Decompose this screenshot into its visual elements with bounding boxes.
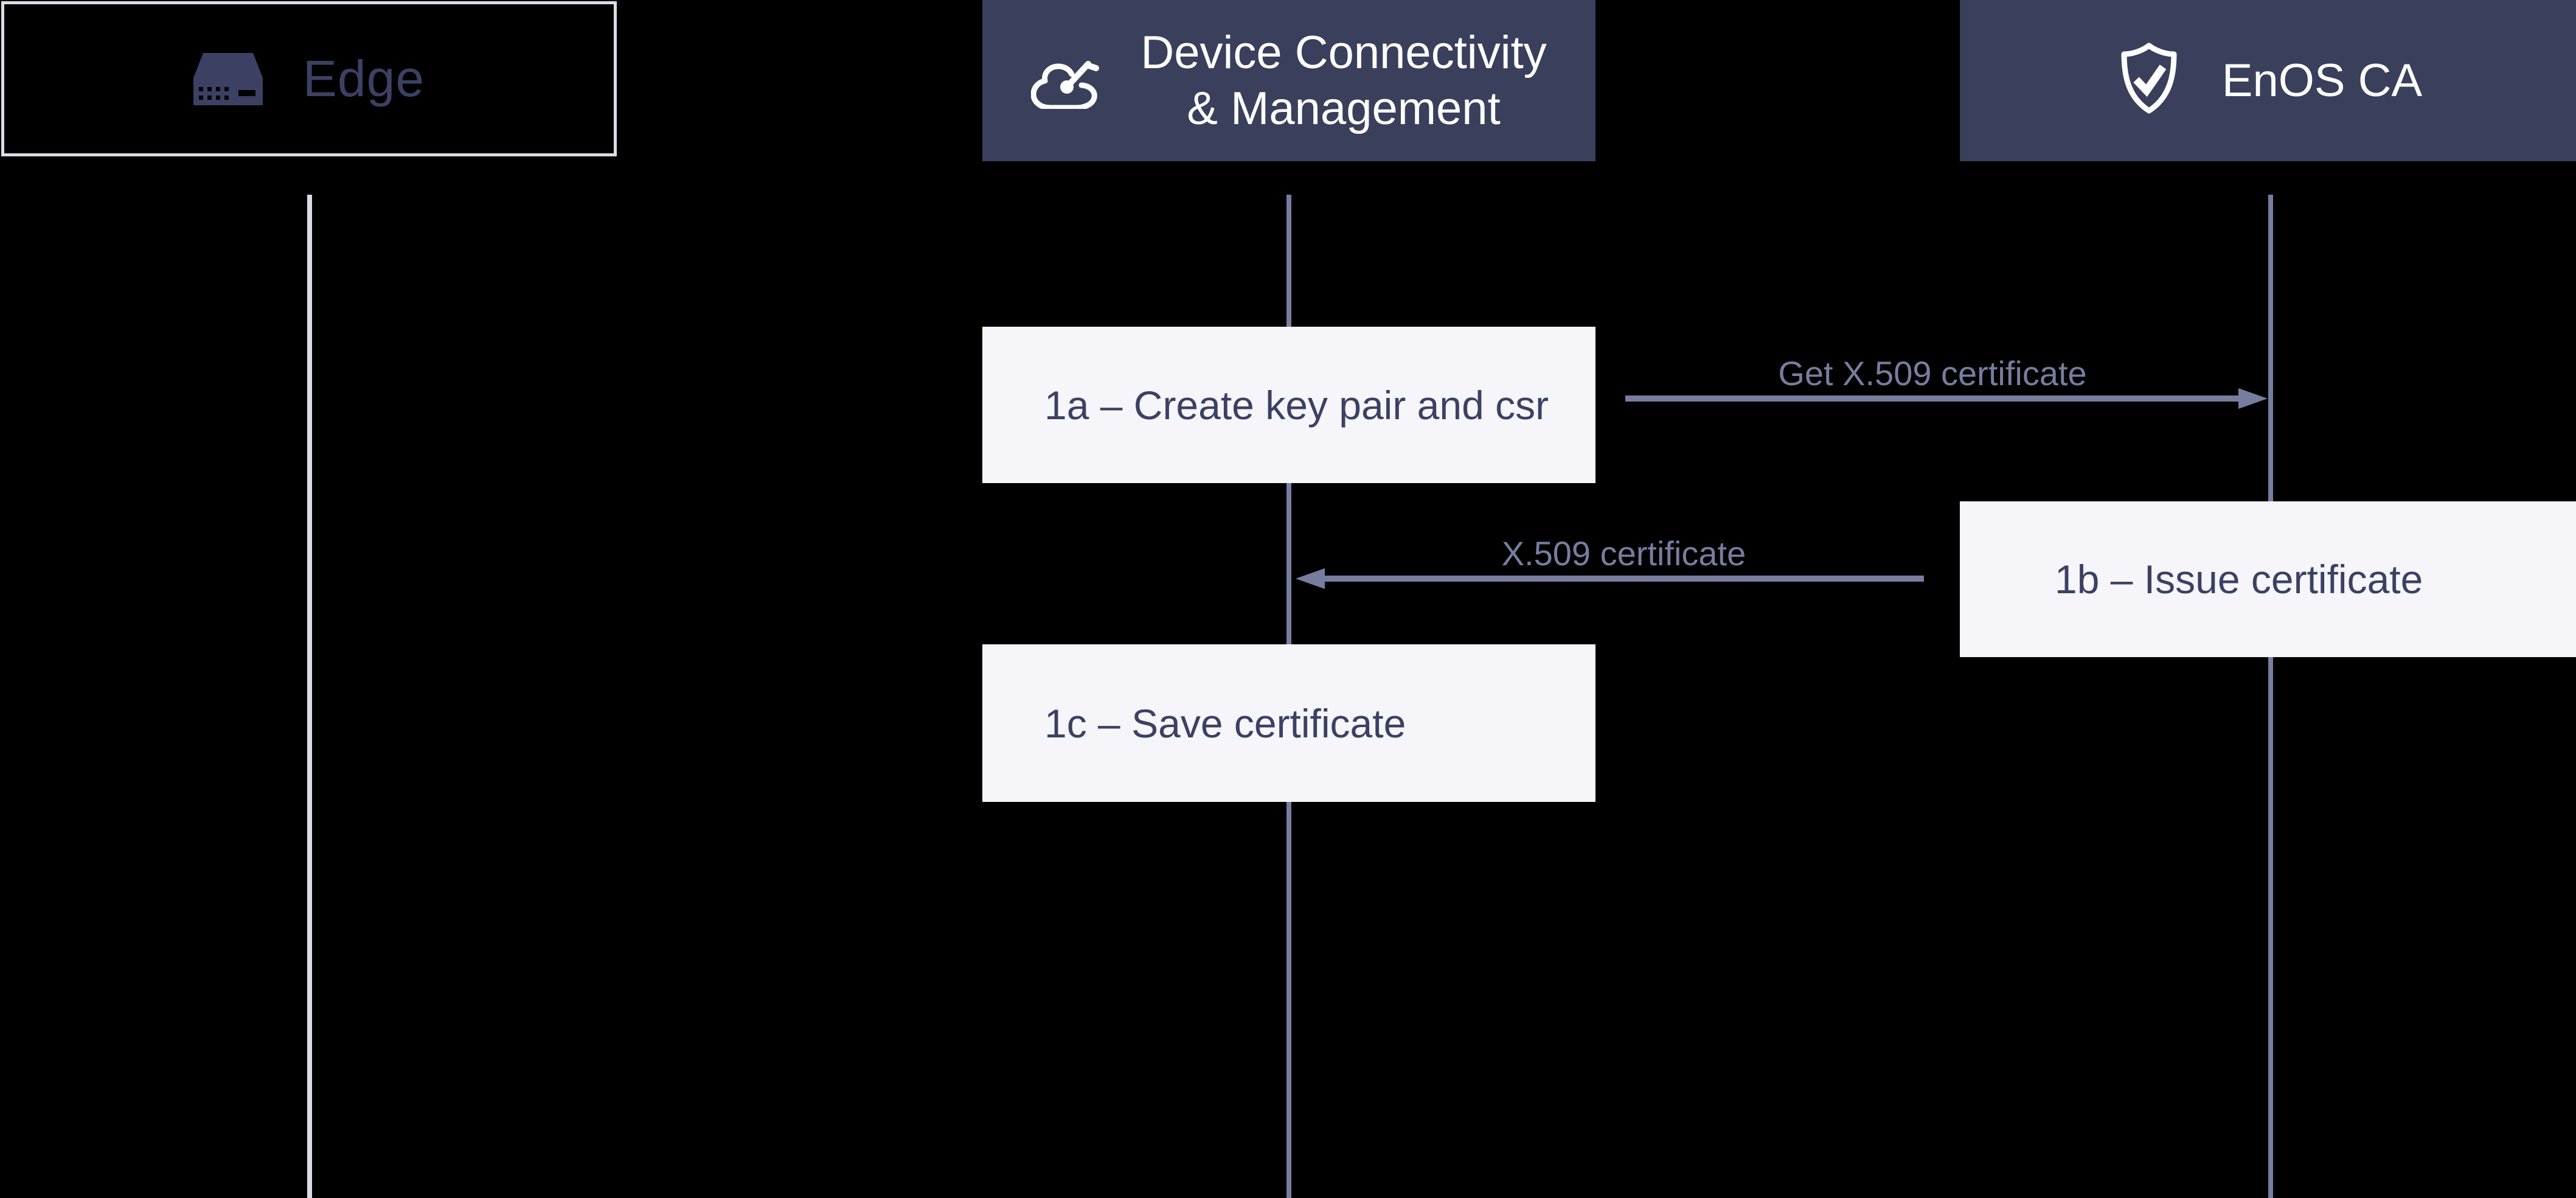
step-1a: 1a – Create key pair and csr bbox=[982, 327, 1595, 483]
actor-enos-ca: EnOS CA bbox=[1960, 0, 2576, 161]
message-return-cert-line bbox=[1324, 576, 1924, 582]
lifeline-edge bbox=[307, 195, 312, 1198]
actor-dcm-label: Device Connectivity & Management bbox=[1140, 25, 1546, 136]
actor-dcm-label-line-2: & Management bbox=[1187, 82, 1501, 134]
actor-edge: Edge bbox=[1, 1, 617, 156]
shield-check-icon bbox=[2121, 43, 2177, 113]
step-1c: 1c – Save certificate bbox=[982, 644, 1595, 802]
actor-dcm: Device Connectivity & Management bbox=[982, 0, 1595, 161]
lifeline-enos-ca bbox=[2268, 195, 2273, 1198]
message-return-cert-arrowhead-icon bbox=[1296, 568, 1325, 589]
actor-enos-ca-label: EnOS CA bbox=[2221, 54, 2423, 106]
message-get-cert-arrowhead-icon bbox=[2238, 388, 2268, 409]
actor-edge-label: Edge bbox=[302, 50, 425, 107]
step-1b: 1b – Issue certificate bbox=[1960, 501, 2576, 657]
edge-device-icon bbox=[193, 52, 263, 105]
actor-dcm-label-line-1: Device Connectivity bbox=[1140, 27, 1547, 79]
message-get-cert-line bbox=[1625, 395, 2240, 402]
step-1c-label: 1c – Save certificate bbox=[1044, 700, 1406, 746]
message-return-cert-label: X.509 certificate bbox=[1501, 534, 1746, 573]
message-get-cert-label: Get X.509 certificate bbox=[1778, 354, 2087, 392]
step-1b-label: 1b – Issue certificate bbox=[2055, 557, 2423, 602]
cloud-gauge-icon bbox=[1031, 60, 1100, 109]
step-1a-label: 1a – Create key pair and csr bbox=[1044, 382, 1549, 428]
